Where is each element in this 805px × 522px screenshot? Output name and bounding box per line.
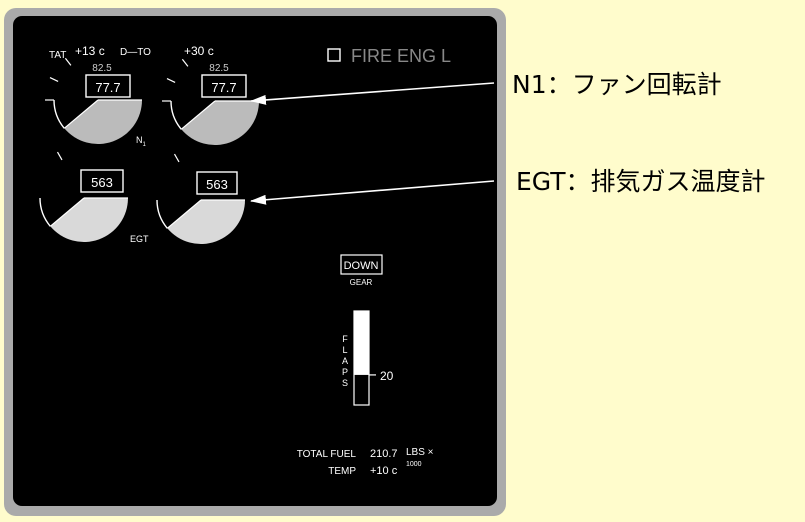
n1-left-gauge-pointer	[63, 99, 99, 129]
egt-left-value-box	[80, 169, 124, 193]
flaps-letter: F	[342, 334, 348, 344]
flaps-indicator-fill	[354, 311, 369, 375]
n1-right-gauge-fill-sector	[181, 101, 259, 145]
fire-eng-label: FIRE ENG L	[351, 46, 451, 66]
egt-left-gauge-dial-arc	[39, 197, 51, 227]
gauge-group	[39, 57, 259, 244]
mode-label: D—TO	[120, 47, 151, 58]
n1-left-gauge-tick-1	[49, 77, 59, 82]
n1-label: N1	[136, 135, 147, 148]
flaps-letter: S	[342, 378, 348, 388]
display-screen	[13, 16, 497, 506]
mode-value: +30 c	[184, 44, 214, 58]
gear-status: DOWN	[344, 260, 379, 272]
egt-left-value: 563	[91, 175, 113, 190]
total-fuel-value: 210.7	[370, 448, 398, 460]
flaps-letter: P	[342, 367, 348, 377]
n1-right-gauge-tick-2	[181, 58, 189, 67]
n1-right-gauge-pointer	[180, 100, 216, 130]
gear-label: GEAR	[350, 278, 373, 287]
total-fuel-label: TOTAL FUEL	[297, 449, 357, 460]
fire-eng-checkbox-icon	[327, 48, 341, 62]
n1-right-value: 77.7	[211, 80, 236, 95]
n1-left-gauge-fill-sector	[64, 100, 142, 144]
flaps-letter: A	[342, 356, 348, 366]
n1-label-sub: 1	[143, 142, 147, 148]
n1-right-value-box	[201, 74, 247, 98]
n1-left-gauge-dial-arc	[53, 99, 65, 129]
temp-value: +10 c	[370, 465, 398, 477]
n1-annotation: N1：ファン回転計	[512, 70, 722, 99]
n1-right-gauge-dial-arc	[170, 100, 182, 130]
gear-status-box	[340, 254, 383, 275]
flaps-value: 20	[380, 369, 394, 383]
n1-right-gauge-tick-1	[166, 78, 176, 83]
n1-left-value-box	[85, 74, 131, 98]
n1-annotation-arrow	[250, 82, 495, 105]
egt-right-gauge-dial-arc	[156, 199, 168, 229]
egt-right-gauge-pointer	[166, 199, 202, 229]
egt-annotation-arrow	[250, 180, 495, 205]
n1-label-main: N	[136, 135, 143, 145]
egt-annotation: EGT：排気ガス温度計	[516, 167, 766, 196]
flaps-letter: L	[342, 345, 347, 355]
n1-right-max: 82.5	[209, 63, 229, 74]
egt-left-gauge-tick-0	[56, 151, 63, 161]
n1-left-max: 82.5	[92, 63, 112, 74]
n1-left-gauge-tick-2	[64, 57, 72, 66]
egt-right-value: 563	[206, 177, 228, 192]
egt-left-gauge-pointer	[49, 197, 85, 227]
egt-right-gauge-tick-0	[173, 153, 180, 163]
fuel-unit: LBS ×	[406, 447, 434, 458]
fuel-unit-sub: 1000	[406, 461, 422, 468]
tat-value: +13 c	[75, 44, 105, 58]
egt-right-gauge-fill-sector	[167, 200, 245, 244]
egt-right-value-box	[196, 171, 238, 195]
flaps-label: F L A P S	[342, 334, 348, 388]
egt-label: EGT	[130, 234, 149, 244]
temp-label: TEMP	[328, 466, 356, 477]
egt-left-gauge-fill-sector	[50, 198, 128, 243]
n1-left-value: 77.7	[95, 80, 120, 95]
tat-label: TAT	[49, 50, 66, 61]
